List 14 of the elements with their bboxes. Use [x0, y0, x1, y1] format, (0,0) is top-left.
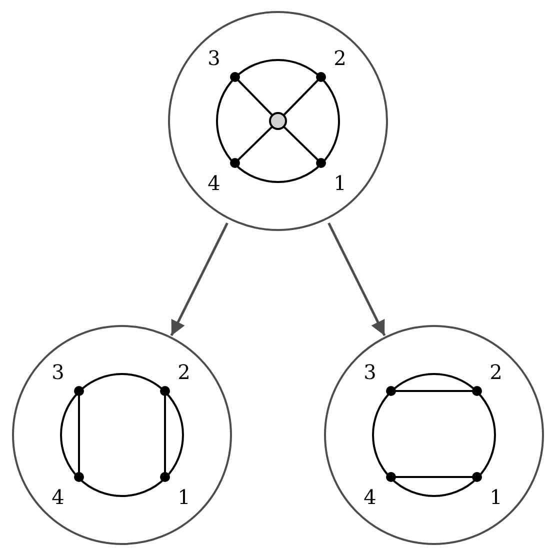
vertex-number: 3	[52, 361, 64, 383]
vertex-number: 4	[208, 172, 220, 194]
vertex-number: 2	[490, 361, 502, 383]
vertex-number: 2	[334, 47, 346, 69]
vertex-number: 2	[178, 361, 190, 383]
vertex-number: 4	[52, 486, 64, 508]
vertex-number: 3	[364, 361, 376, 383]
arrow	[328, 222, 386, 336]
vertex-number: 1	[178, 486, 190, 508]
vertex-number: 4	[364, 486, 376, 508]
arrow	[170, 222, 228, 336]
vertex-number: 3	[208, 47, 220, 69]
vertex-number: 1	[334, 172, 346, 194]
vertex-number: 1	[490, 486, 502, 508]
